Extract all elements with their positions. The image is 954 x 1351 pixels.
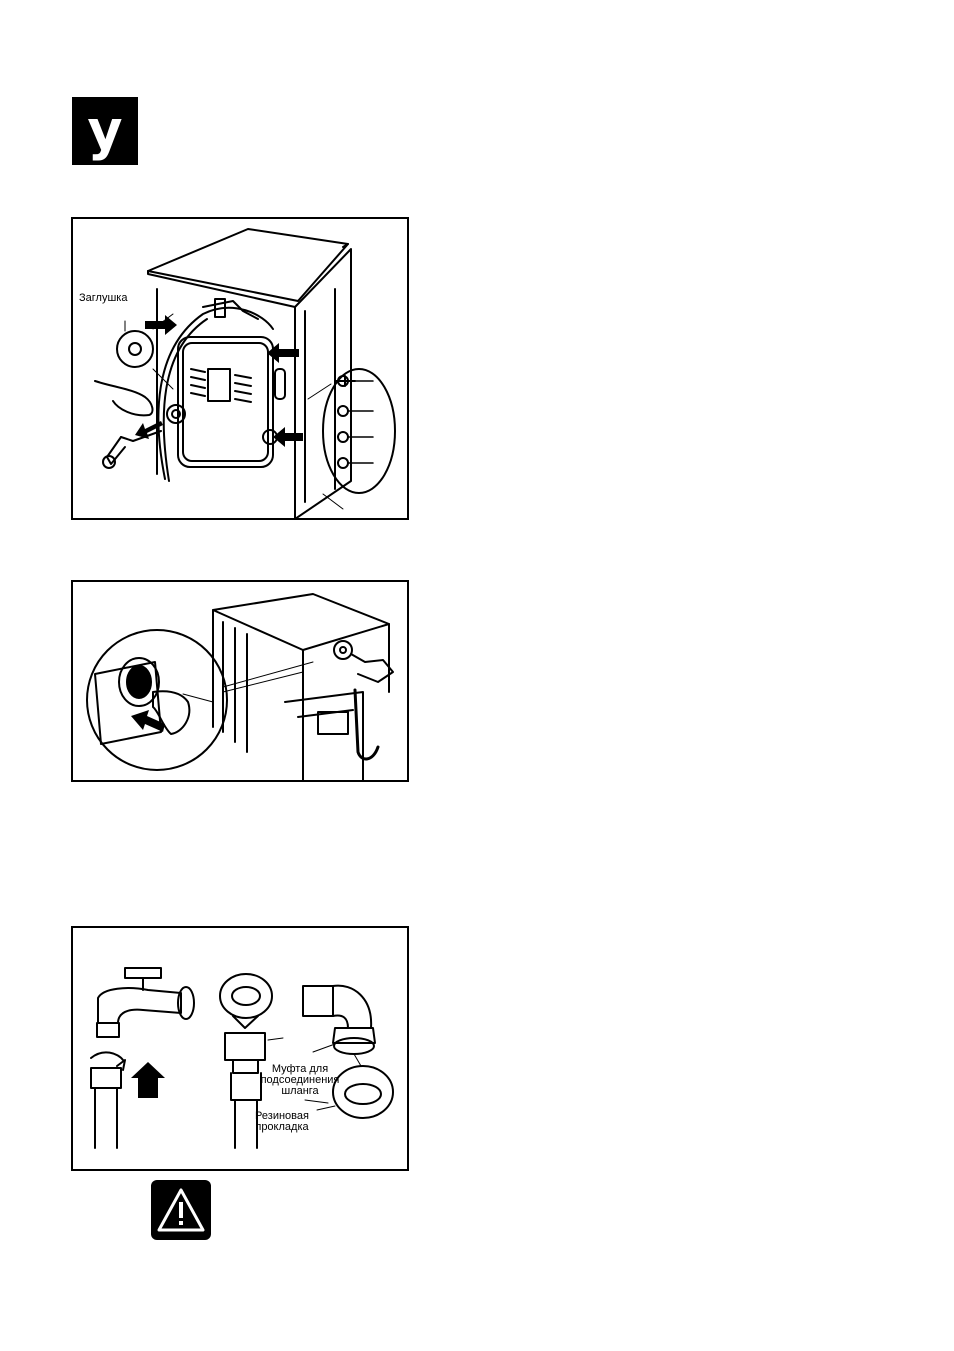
plug-label: Заглушка	[79, 293, 151, 304]
arrow-up-icon	[73, 928, 409, 1171]
coupling-label: Муфта для подсоединения шланга	[257, 1064, 343, 1097]
figure-connect-inlet-hose: Муфта для подсоединения шланга Резиновая…	[71, 926, 409, 1171]
figure-remove-transport-bolts: Заглушка	[71, 217, 409, 520]
warning-triangle-icon	[151, 1180, 211, 1240]
coupling-label-line-3: шланга	[257, 1086, 343, 1097]
gasket-label-line-2: прокладка	[249, 1122, 315, 1133]
section-badge: у	[72, 97, 138, 165]
arrow-icons	[73, 219, 409, 520]
arrow-icon	[73, 582, 409, 782]
figure-install-plugs	[71, 580, 409, 782]
gasket-label: Резиновая прокладка	[249, 1111, 315, 1133]
